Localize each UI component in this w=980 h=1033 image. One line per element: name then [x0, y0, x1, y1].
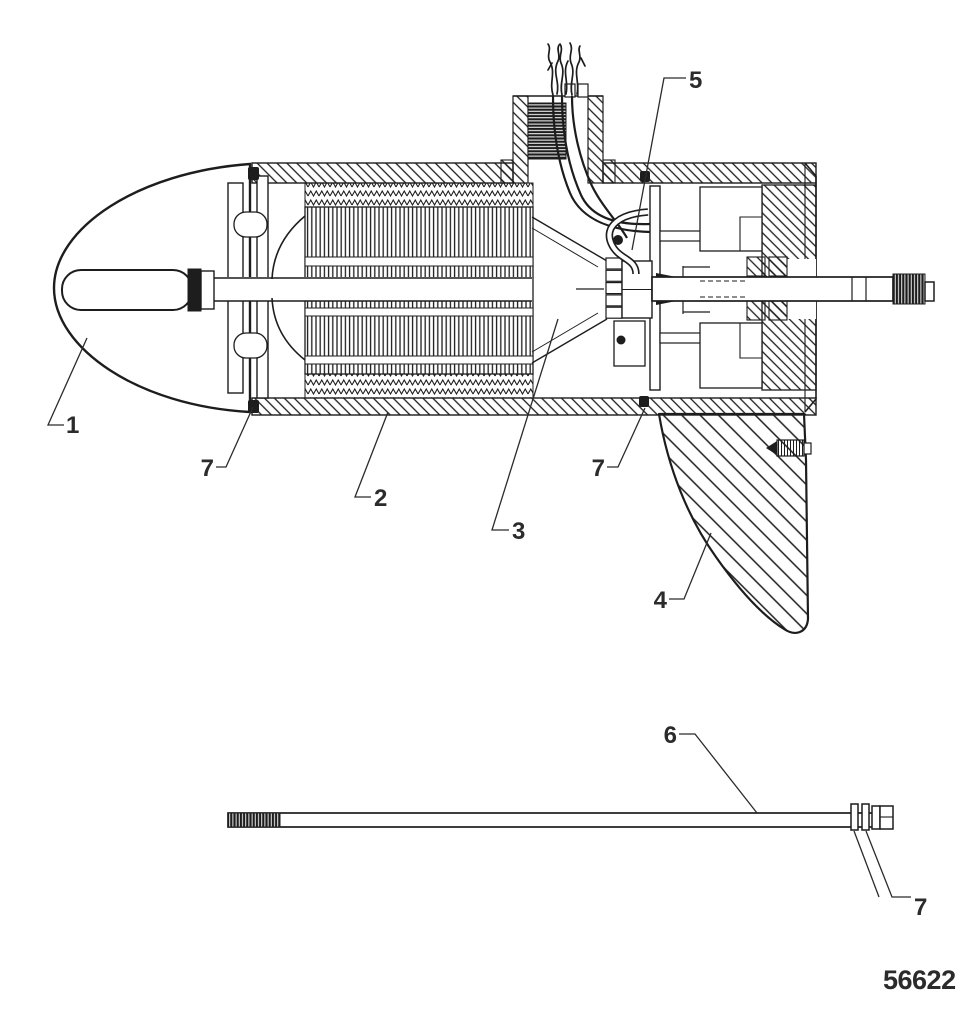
stator-winding-bottom [304, 373, 534, 399]
commutator-segment [605, 294, 623, 307]
callout-5-leader [631, 77, 686, 251]
skeg-screw-end [803, 442, 812, 455]
seal-rear-bottom [639, 396, 649, 407]
callout-4-label: 4 [654, 587, 668, 614]
seal-front-top [248, 167, 259, 180]
commutator-segment [605, 257, 623, 270]
callout-7-rear-label: 7 [592, 455, 605, 482]
tie-bolt-assembly [227, 803, 894, 831]
magnet-pocket-top [699, 186, 763, 252]
wire-strand [564, 60, 569, 95]
prop-shaft [651, 276, 894, 302]
callout-6-leader [679, 733, 758, 814]
armature-shaft-band [212, 277, 532, 301]
wire-strand [547, 43, 554, 96]
callout-2-label: 2 [374, 485, 387, 512]
motor-wire [560, 95, 651, 226]
callout-7-front-label: 7 [201, 455, 214, 482]
callout-1-label: 1 [66, 412, 79, 439]
tie-bolt-threads [227, 812, 281, 828]
callout-7-front-leader [216, 406, 254, 468]
upper-assembly [52, 42, 935, 634]
wire-strand [554, 44, 560, 95]
front-bushing-tab-bottom [233, 332, 268, 359]
gland-flange-left [500, 159, 514, 184]
skeg-fin [657, 412, 810, 634]
callout-7-rear-leader [607, 407, 646, 468]
armature-bell-bottom [271, 297, 306, 361]
callout-3-label: 3 [512, 518, 525, 545]
callout-3-leader [491, 318, 559, 531]
wire-terminal-dot [616, 335, 626, 345]
gland-wall-right [587, 95, 604, 184]
lamination-separator [304, 307, 534, 317]
frayed-wire-ends [547, 42, 586, 96]
magnet-pocket-bottom [699, 322, 763, 389]
housing-bottom-wall [251, 397, 817, 416]
skeg-screw-tip [766, 441, 777, 455]
wire-strand [580, 57, 586, 67]
bolt-head-flange [871, 805, 881, 830]
callout-2-leader [354, 411, 389, 498]
housing-top-wall-right [602, 162, 817, 184]
armature-bell-top [271, 215, 306, 280]
shaft-seal-block [768, 256, 788, 277]
commutator-segment [605, 282, 623, 295]
shaft-pilot-tip [924, 281, 935, 302]
commutator-cone-line [531, 318, 608, 364]
gland-wall-left [512, 95, 529, 184]
part-number: 56622 [883, 965, 956, 995]
tie-bolt-rod [227, 812, 877, 828]
shaft-seal-block [746, 300, 766, 321]
callout-7-rod-leader-a [853, 830, 880, 898]
front-bearing-block [187, 268, 202, 312]
seal-front-bottom [248, 400, 259, 413]
lamination-separator [304, 256, 534, 267]
shaft-seal-block [746, 256, 766, 277]
wire-terminal-dot [613, 235, 623, 245]
callout-1-leader [46, 337, 88, 426]
wire-strand [547, 62, 553, 71]
shaft-seal-block [768, 300, 788, 321]
shaft-thrust-cap [61, 269, 193, 311]
commutator-segment [605, 269, 623, 282]
callout-6-label: 6 [664, 722, 677, 749]
commutator-cone-line [531, 216, 608, 262]
callout-5-label: 5 [689, 67, 702, 94]
skeg-screw [776, 439, 805, 457]
washer [850, 803, 859, 831]
callout-7-rod-label: 7 [914, 894, 927, 921]
wire-strand [569, 42, 574, 96]
front-bushing-tab-top [233, 211, 268, 238]
wire-sheath [564, 83, 576, 98]
shaft-collar [200, 270, 215, 310]
pocket-step-top [739, 216, 762, 251]
callouts: 1 7 2 3 7 4 5 6 7 [46, 67, 927, 921]
stator-winding-top [304, 182, 534, 208]
wire-strand [575, 45, 581, 95]
gland-flange-right [602, 159, 616, 184]
gland-threads [527, 102, 567, 160]
commutator-cone-line [531, 312, 599, 353]
callout-4-leader [669, 532, 712, 600]
housing-top-wall-left [251, 162, 514, 184]
callout-7-rod-leader-b [865, 830, 911, 898]
lamination-separator [304, 355, 534, 365]
seal-rear-top [640, 171, 650, 182]
commutator-segment [605, 306, 623, 319]
pocket-step-bottom [739, 323, 762, 359]
shaft-threads [892, 273, 926, 305]
wire-strain-relief [607, 209, 649, 275]
wire-sheath [577, 83, 589, 98]
commutator-cone-line [531, 227, 599, 268]
washer [861, 803, 870, 831]
wire-strand [559, 43, 564, 96]
